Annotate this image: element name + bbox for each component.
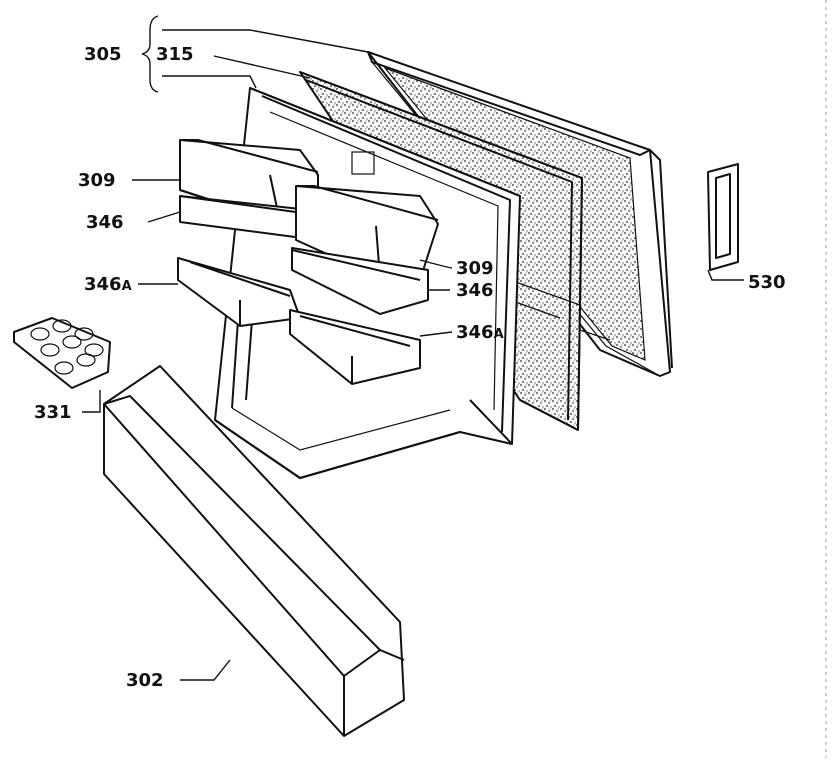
label-305: 305 <box>84 44 122 65</box>
door-bin-346A-left <box>177 257 301 327</box>
egg-tray-331 <box>13 317 111 389</box>
label-346-left: 346 <box>86 212 124 233</box>
shelf-tray-346-right <box>291 247 429 315</box>
label-346A-left-number: 346 <box>84 274 122 295</box>
label-302: 302 <box>126 670 164 691</box>
door-bin-346A-right <box>289 309 421 385</box>
label-346A-left-suffix: A <box>122 279 132 294</box>
label-346A-right-suffix: A <box>494 327 504 342</box>
label-346A-right: 346A <box>456 322 504 343</box>
bottle-bin-302 <box>103 365 405 737</box>
label-530: 530 <box>748 272 786 293</box>
label-331: 331 <box>34 402 72 423</box>
label-309-right: 309 <box>456 258 494 279</box>
leader-lines <box>82 15 744 681</box>
door-handle-530 <box>707 163 739 271</box>
label-309-left: 309 <box>78 170 116 191</box>
label-346A-left: 346A <box>84 274 132 295</box>
label-346-right: 346 <box>456 280 494 301</box>
label-315: 315 <box>156 44 194 65</box>
label-346A-right-number: 346 <box>456 322 494 343</box>
